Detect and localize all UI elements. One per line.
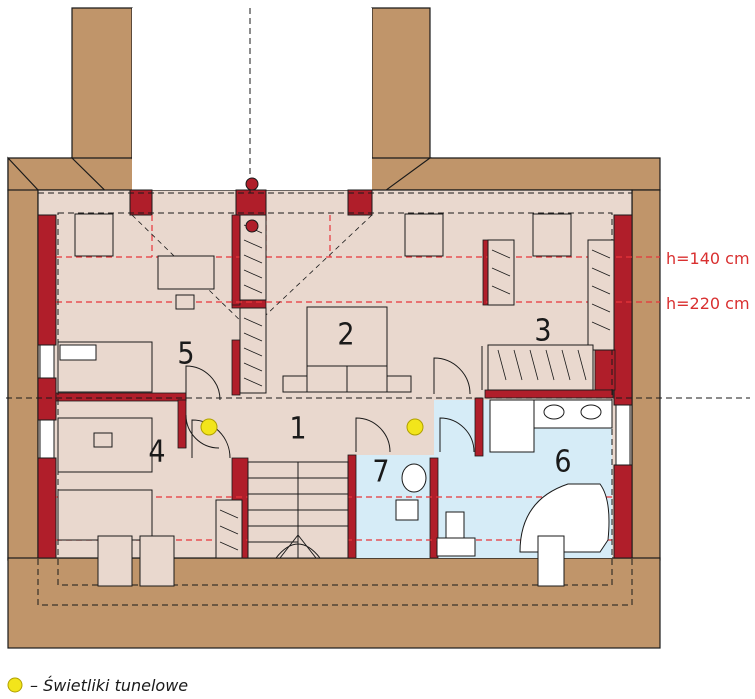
roof-outline-dashed xyxy=(6,8,750,606)
room-number-4: 4 xyxy=(148,435,165,470)
chimney-flue-bottom xyxy=(245,219,259,233)
furniture xyxy=(57,213,613,587)
tunnel-skylight xyxy=(406,418,424,436)
open-void xyxy=(132,8,372,190)
room-number-2: 2 xyxy=(337,318,354,353)
height-label-140: h=140 cm xyxy=(666,249,750,268)
side-windows xyxy=(39,344,631,466)
staircase xyxy=(247,461,349,559)
room-number-6: 6 xyxy=(554,445,571,480)
room-number-5: 5 xyxy=(177,337,194,372)
exterior-walls xyxy=(37,189,633,559)
wardrobes xyxy=(215,214,615,559)
room-number-7: 7 xyxy=(372,455,389,490)
height-label-220: h=220 cm xyxy=(666,294,750,313)
legend-skylight-icon xyxy=(7,677,23,693)
chimney-flue-top xyxy=(245,177,259,191)
door-swings xyxy=(185,346,483,459)
room-number-3: 3 xyxy=(534,314,551,349)
legend-text: – Świetliki tunelowe xyxy=(30,676,188,695)
room-number-1: 1 xyxy=(289,412,306,447)
tunnel-skylight xyxy=(200,418,218,436)
